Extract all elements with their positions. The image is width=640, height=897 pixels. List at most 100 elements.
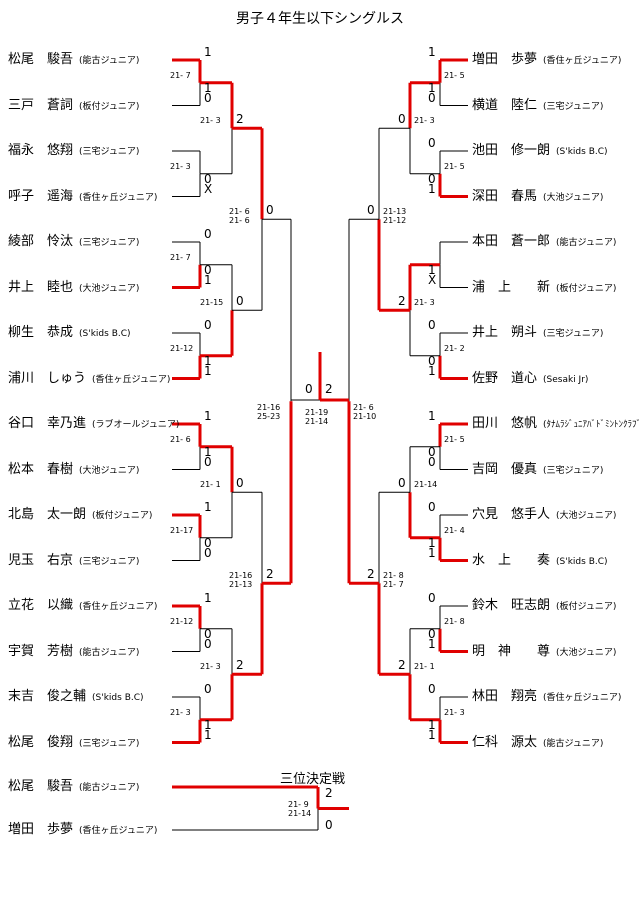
match-score: 21-16 25-23 [257, 403, 281, 422]
player-club: (S'kids B.C) [556, 556, 608, 567]
game-count: 1 [428, 262, 436, 277]
player-name: 増田 歩夢 [472, 52, 538, 67]
game-count: 1 [204, 80, 212, 95]
player-club: (Sesaki Jr) [543, 374, 589, 385]
game-count: 0 [428, 591, 436, 605]
player-club: (香住ヶ丘ジュニア) [92, 374, 171, 385]
third-place-player: 増田 歩夢(香住ヶ丘ジュニア) [8, 821, 157, 839]
player-name: 北島 太一朗 [8, 507, 87, 522]
game-count: 0 [428, 353, 436, 368]
game-count: 0 [428, 444, 436, 459]
game-count: 0 [204, 318, 212, 332]
game-count: 0 [204, 227, 212, 241]
game-count: 0 [428, 90, 436, 105]
game-count: 1 [428, 727, 436, 742]
player-name: 立花 以織 [8, 598, 74, 613]
game-count: 1 [204, 409, 212, 423]
player-name: 穴見 悠手人 [472, 507, 551, 522]
player-name: 明 神 尊 [472, 643, 551, 659]
player-entry: 穴見 悠手人(大池ジュニア) [472, 506, 616, 524]
player-name: 佐野 道心 [472, 370, 538, 386]
game-count: 2 [398, 658, 406, 673]
player-entry: 宇賀 芳樹(能古ジュニア) [8, 643, 139, 661]
match-score: 21- 3 [414, 116, 435, 126]
match-score: 21- 1 [414, 662, 435, 672]
game-count: 0 [204, 545, 212, 560]
match-score: 21- 6 21-10 [353, 403, 377, 422]
player-club: (香住ヶ丘ジュニア) [79, 192, 158, 203]
player-name: 浦川 しゅう [8, 370, 87, 386]
player-name: 呼子 遥海 [8, 188, 74, 204]
match-score: 21- 8 21- 7 [383, 571, 404, 590]
player-name: 福永 悠翔 [8, 143, 74, 158]
player-name: 松本 春樹 [8, 461, 74, 477]
player-entry: 池田 修一朗(S'kids B.C) [472, 142, 608, 160]
player-club: (能古ジュニア) [79, 783, 140, 793]
game-count: 1 [428, 409, 436, 423]
game-count: 0 [204, 90, 212, 105]
player-entry: 浦 上 新(板付ジュニア) [472, 279, 616, 297]
game-count: 0 [305, 382, 313, 396]
game-count: 2 [266, 567, 274, 582]
game-count: 0 [398, 112, 406, 127]
player-entry: 深田 春馬(大池ジュニア) [472, 188, 603, 206]
game-count: 1 [428, 717, 436, 732]
third-place-player: 松尾 駿吾(能古ジュニア) [8, 778, 139, 796]
game-count: 1 [204, 363, 212, 378]
game-count: 2 [398, 294, 406, 309]
player-entry: 柳生 恭成(S'kids B.C) [8, 324, 131, 342]
match-score: 21-12 [170, 343, 194, 353]
match-score: 21-13 21-12 [383, 207, 407, 226]
player-entry: 田川 悠帆(ﾀﾅﾑﾗｼﾞｭﾆｱﾊﾞﾄﾞﾐﾝﾄﾝｸﾗﾌﾞ) [472, 415, 640, 433]
player-club: (香住ヶ丘ジュニア) [543, 56, 622, 66]
player-entry: 児玉 右京(三宅ジュニア) [8, 552, 139, 570]
game-count: 0 [428, 318, 436, 332]
player-name: 仁科 源太 [472, 734, 538, 750]
game-count: 0 [367, 203, 375, 218]
player-club: (板付ジュニア) [92, 511, 153, 521]
game-count: 0 [428, 136, 436, 150]
player-club: (能古ジュニア) [79, 56, 140, 66]
player-club: (三宅ジュニア) [543, 329, 604, 339]
match-score: 21- 8 [444, 616, 465, 626]
game-count: 1 [204, 353, 212, 368]
player-entry: 吉岡 優真(三宅ジュニア) [472, 461, 603, 479]
player-entry: 末吉 俊之輔(S'kids B.C) [8, 688, 144, 706]
game-count: 0 [428, 500, 436, 514]
player-entry: 明 神 尊(大池ジュニア) [472, 643, 616, 661]
game-count: 1 [428, 80, 436, 95]
game-count: 0 [204, 454, 212, 469]
player-name: 吉岡 優真 [472, 461, 538, 477]
player-club: (大池ジュニア) [79, 283, 140, 294]
game-count: 0 [204, 535, 212, 550]
game-count: 1 [204, 717, 212, 732]
match-score: 21- 2 [444, 343, 465, 353]
match-score: 21- 3 [170, 161, 191, 171]
player-club: (三宅ジュニア) [79, 147, 140, 157]
match-score: 21- 7 [170, 252, 191, 262]
player-entry: 横道 陸仁(三宅ジュニア) [472, 97, 603, 115]
player-club: (三宅ジュニア) [79, 556, 140, 567]
player-club: (能古ジュニア) [556, 238, 617, 248]
player-name: 林田 翔亮 [472, 689, 538, 704]
player-entry: 谷口 幸乃進(ラブオールジュニア) [8, 415, 179, 433]
player-club: (三宅ジュニア) [79, 738, 140, 749]
player-entry: 鈴木 旺志朗(板付ジュニア) [472, 597, 616, 615]
match-score: 21-15 [200, 298, 224, 308]
player-entry: 北島 太一朗 (板付ジュニア) [8, 506, 152, 524]
player-club: (板付ジュニア) [556, 283, 617, 294]
game-count: 0 [428, 682, 436, 696]
game-count: 0 [204, 626, 212, 641]
game-count: 1 [428, 545, 436, 560]
game-count: 2 [367, 567, 375, 582]
game-count: 1 [428, 45, 436, 59]
player-club: (三宅ジュニア) [79, 238, 140, 248]
player-entry: 仁科 源太(能古ジュニア) [472, 734, 603, 752]
game-count: 1 [428, 636, 436, 651]
player-name: 松尾 駿吾 [8, 52, 74, 67]
page-title: 男子４年生以下シングルス [236, 11, 404, 27]
player-club: (大池ジュニア) [543, 192, 604, 203]
match-score: 21- 5 [444, 434, 465, 444]
game-count: X [428, 272, 437, 287]
player-club: (S'kids B.C) [92, 693, 144, 703]
